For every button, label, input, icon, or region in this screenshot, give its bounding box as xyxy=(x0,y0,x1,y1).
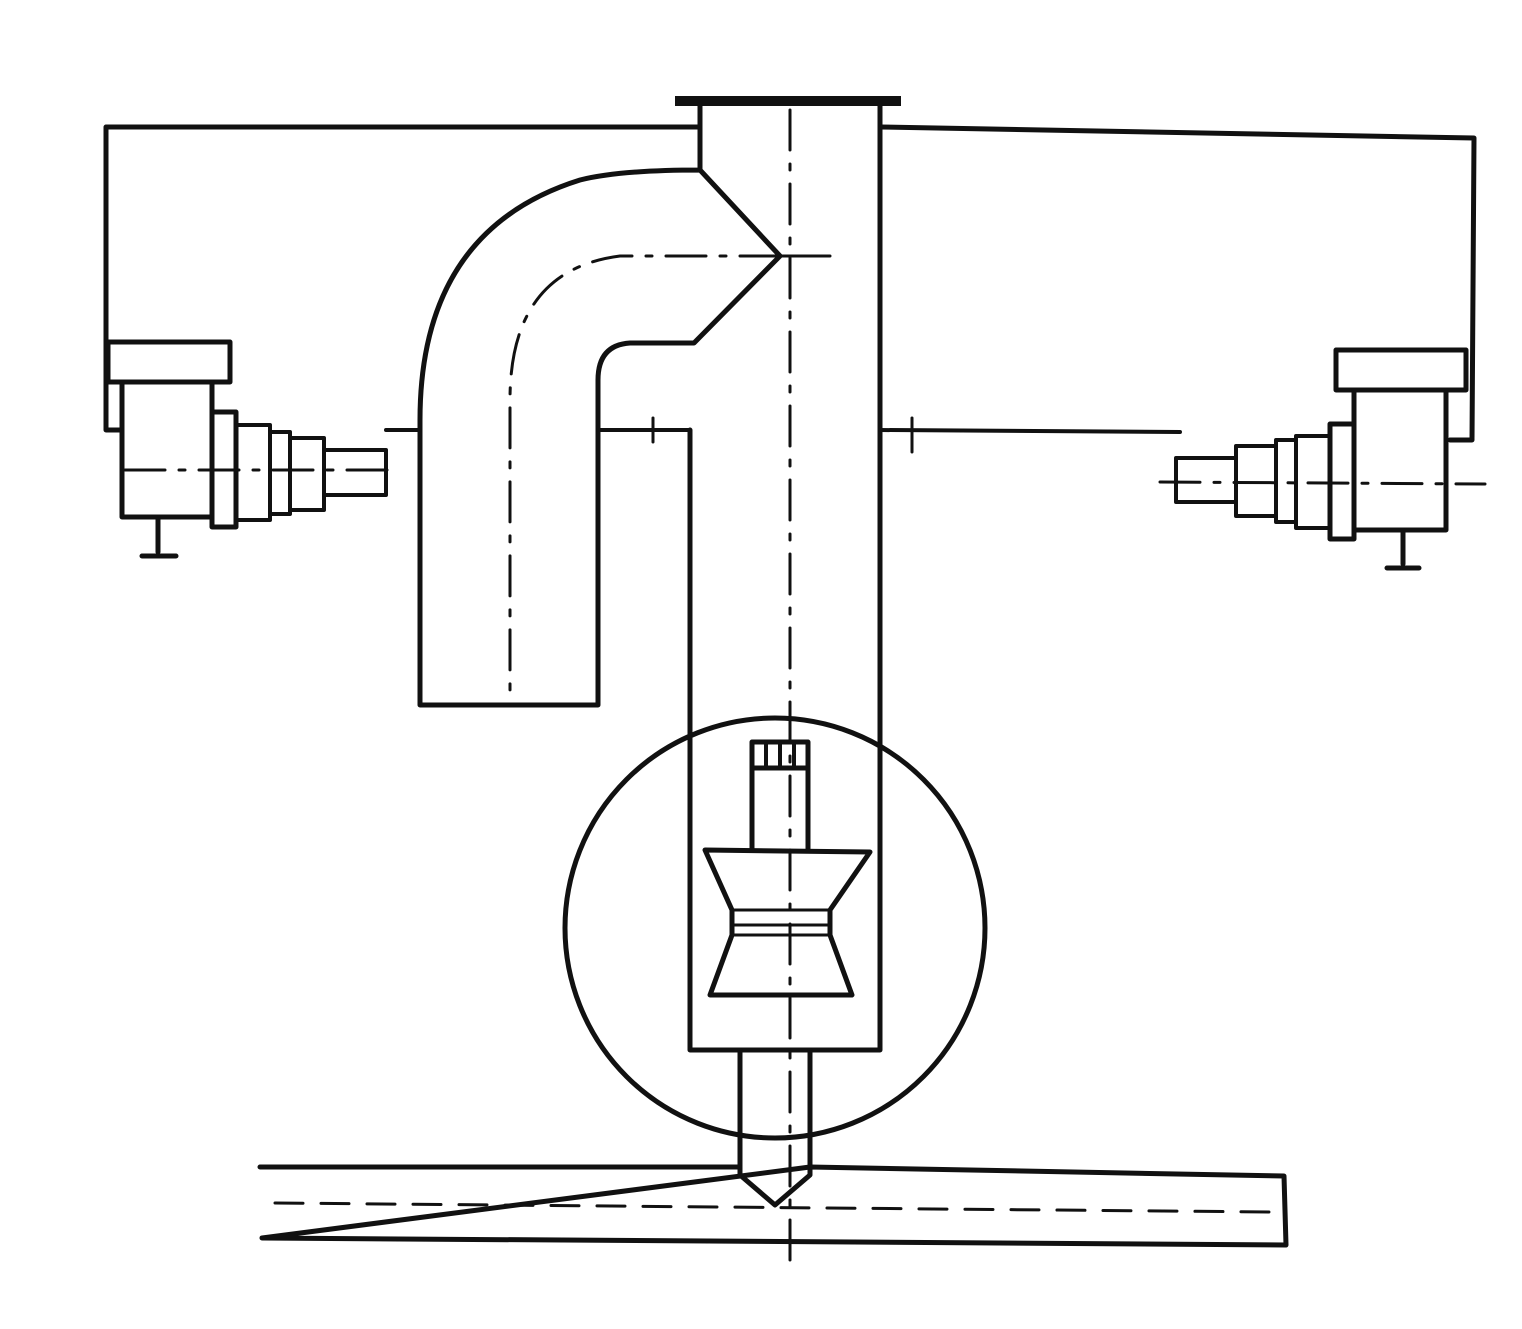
right-support-foot xyxy=(1384,527,1422,571)
right-drive-axis xyxy=(1158,480,1487,486)
hourglass-guide-outline xyxy=(702,847,873,998)
left-drive-unit xyxy=(105,339,402,559)
curved-pipe-outer xyxy=(417,167,783,708)
shaft-ticks xyxy=(651,416,914,454)
top-flange-plate xyxy=(675,96,901,106)
workpiece-centerline xyxy=(273,1201,1274,1214)
left-support-foot xyxy=(139,514,179,559)
left-output-shaft xyxy=(322,448,388,497)
curved-pipe-centerline xyxy=(508,254,782,702)
hourglass-guide-bands xyxy=(730,908,832,937)
nozzle-tip xyxy=(737,1047,813,1208)
pusher-cap-grooves xyxy=(764,740,796,770)
detail-circle xyxy=(562,715,988,1141)
right-drive-unit xyxy=(1158,347,1487,571)
workpiece-bar xyxy=(257,1164,1289,1248)
pusher-rod xyxy=(749,739,811,853)
right-output-shaft xyxy=(1174,456,1238,504)
upper-housing-frame xyxy=(103,124,1477,443)
main-column xyxy=(687,103,883,1053)
horizontal-shaft-line xyxy=(384,428,1182,434)
pusher-rod-body xyxy=(749,765,811,853)
hourglass-guide xyxy=(702,847,873,998)
